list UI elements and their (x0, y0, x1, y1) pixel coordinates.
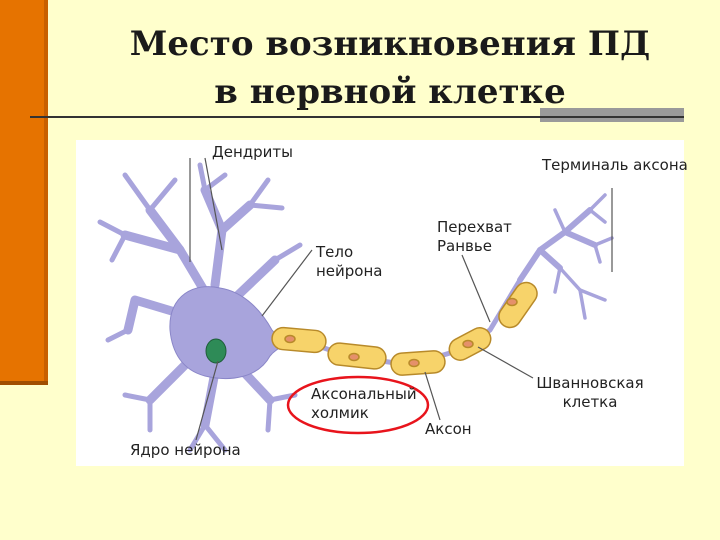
myelin-sheaths (271, 281, 538, 376)
accent-bar (0, 0, 44, 383)
label-schwann-line-1: Шванновская (536, 374, 644, 392)
leader-lines (189, 157, 613, 441)
label-cell-body-line-2: нейрона (316, 262, 383, 280)
label-node-ranvier-line-2: Ранвье (437, 237, 492, 255)
label-axon-hillock-line-2: холмик (311, 404, 369, 422)
axon-terminal-twigs (553, 193, 614, 320)
label-cell-body: Тело нейрона (316, 243, 382, 281)
label-schwann-cell: Шванновская клетка (520, 374, 660, 412)
leader-node-ranvier (461, 254, 491, 323)
schwann-cell-5 (498, 281, 538, 329)
title-rule-accent (540, 108, 684, 122)
title-line-2: в нервной клетке (214, 72, 566, 112)
leader-axon (424, 371, 441, 421)
label-nucleus: Ядро нейрона (130, 441, 241, 459)
label-axon-terminal: Терминаль аксона (542, 156, 688, 174)
axon-fiber (262, 277, 523, 368)
label-axon-hillock: Аксональный холмик (311, 385, 417, 423)
dendrite-twigs (97, 162, 303, 453)
schwann-cell-1 (271, 326, 327, 354)
leader-cell-body (261, 249, 313, 317)
slide-title: Место возникновения ПД в нервной клетке (100, 20, 680, 116)
leader-nucleus (195, 360, 219, 441)
axon-hillock-highlight (286, 375, 430, 435)
leader-schwann (477, 346, 534, 379)
label-schwann-line-2: клетка (562, 393, 618, 411)
nucleus (205, 338, 227, 364)
axon-terminal-branches (517, 207, 598, 283)
label-node-ranvier-line-1: Перехват (437, 218, 512, 236)
schwann-cell-3 (390, 350, 446, 376)
accent-bar-foot (0, 381, 48, 385)
cell-body (169, 286, 286, 379)
accent-bar-shadow (44, 0, 48, 383)
label-cell-body-line-1: Тело (316, 243, 354, 261)
label-dendrites: Дендриты (212, 143, 293, 161)
title-rule (30, 116, 684, 118)
schwann-cell-4 (448, 327, 492, 361)
schwann-cell-2 (327, 342, 387, 370)
title-line-1: Место возникновения ПД (129, 24, 651, 64)
label-axon-hillock-line-1: Аксональный (311, 385, 417, 403)
label-node-ranvier: Перехват Ранвье (437, 218, 512, 256)
leader-dendrites-2 (204, 157, 223, 251)
label-axon: Аксон (425, 420, 472, 438)
